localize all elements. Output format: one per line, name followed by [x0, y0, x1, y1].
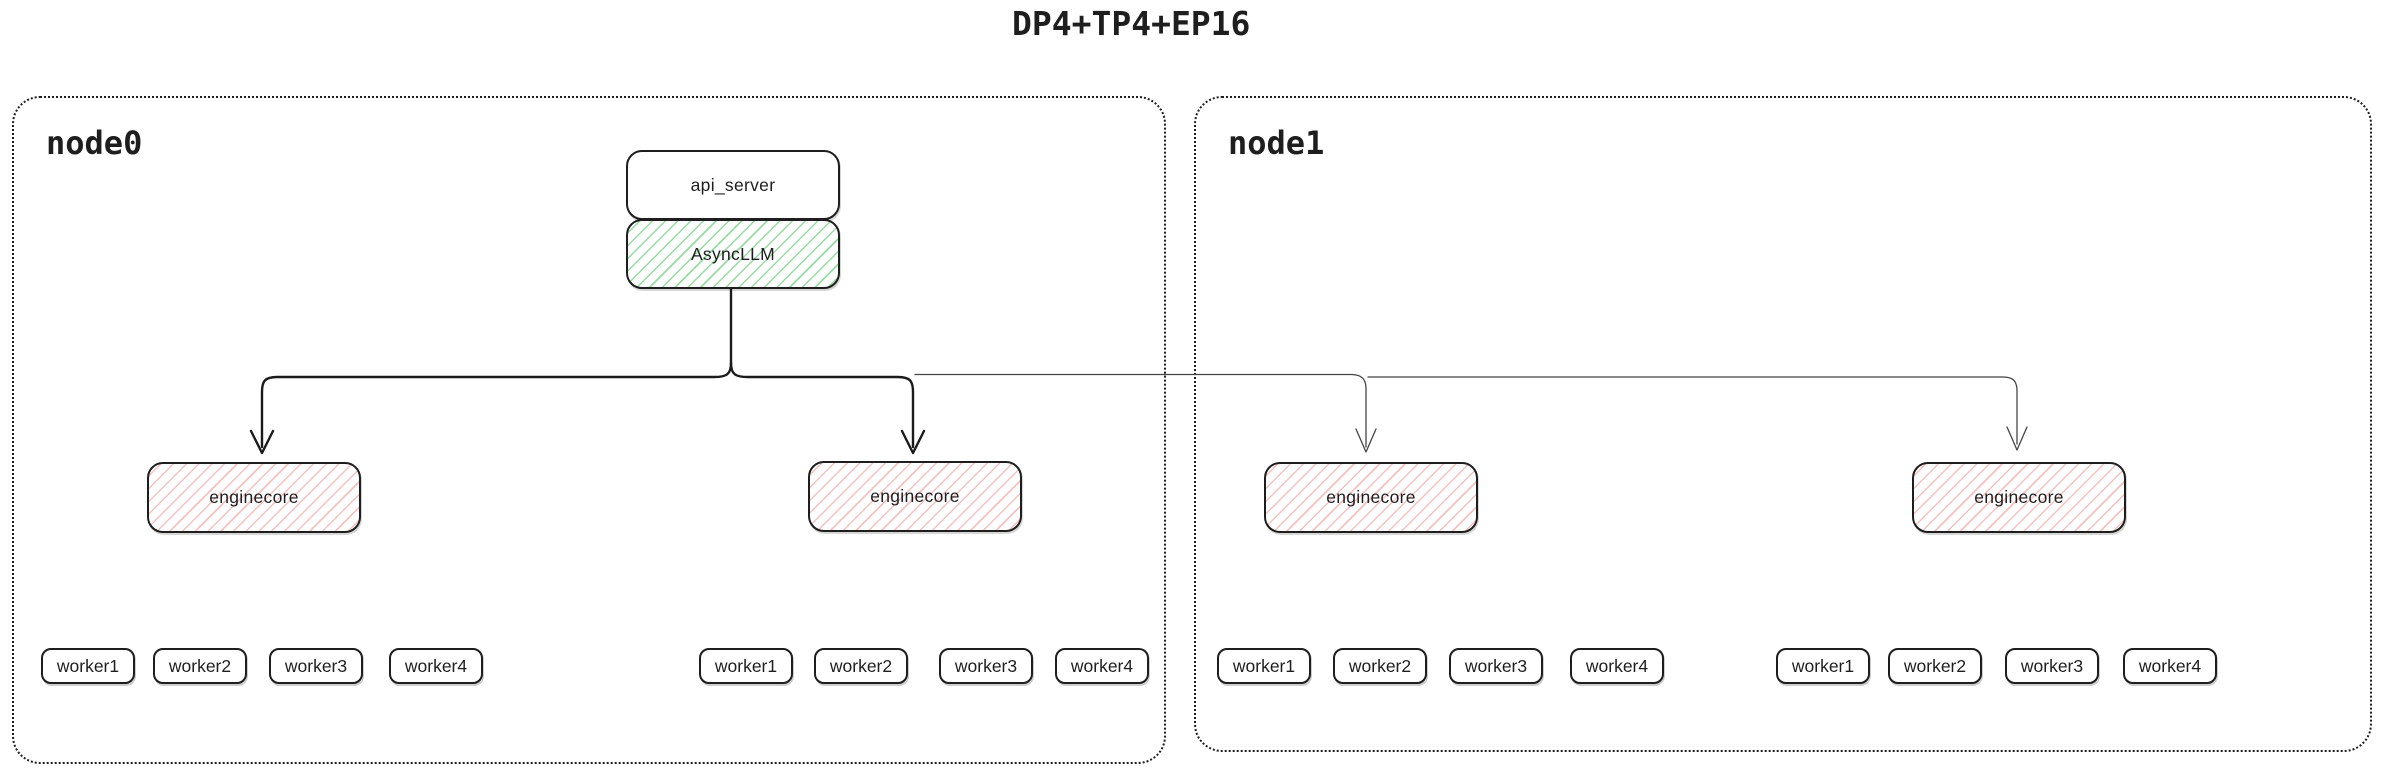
- worker-box: worker1: [699, 648, 793, 684]
- worker-box: worker2: [1333, 648, 1427, 684]
- worker-box: worker2: [1888, 648, 1982, 684]
- worker-box: worker2: [814, 648, 908, 684]
- enginecore-box-2: enginecore: [808, 461, 1022, 532]
- worker-box: worker3: [269, 648, 363, 684]
- worker-box: worker4: [389, 648, 483, 684]
- enginecore-box-4: enginecore: [1912, 462, 2126, 533]
- worker-box: worker4: [2123, 648, 2217, 684]
- enginecore-box-1: enginecore: [147, 462, 361, 533]
- node1-label: node1: [1228, 124, 1325, 162]
- worker-box: worker3: [2005, 648, 2099, 684]
- worker-box: worker1: [1217, 648, 1311, 684]
- enginecore-box-3: enginecore: [1264, 462, 1478, 533]
- worker-box: worker4: [1055, 648, 1149, 684]
- worker-box: worker1: [41, 648, 135, 684]
- worker-box: worker2: [153, 648, 247, 684]
- api-server-box: api_server: [626, 150, 840, 220]
- diagram-title: DP4+TP4+EP16: [1012, 4, 1251, 43]
- worker-box: worker3: [1449, 648, 1543, 684]
- async-llm-box: AsyncLLM: [626, 219, 840, 289]
- worker-box: worker1: [1776, 648, 1870, 684]
- node0-label: node0: [46, 124, 143, 162]
- worker-box: worker4: [1570, 648, 1664, 684]
- worker-box: worker3: [939, 648, 1033, 684]
